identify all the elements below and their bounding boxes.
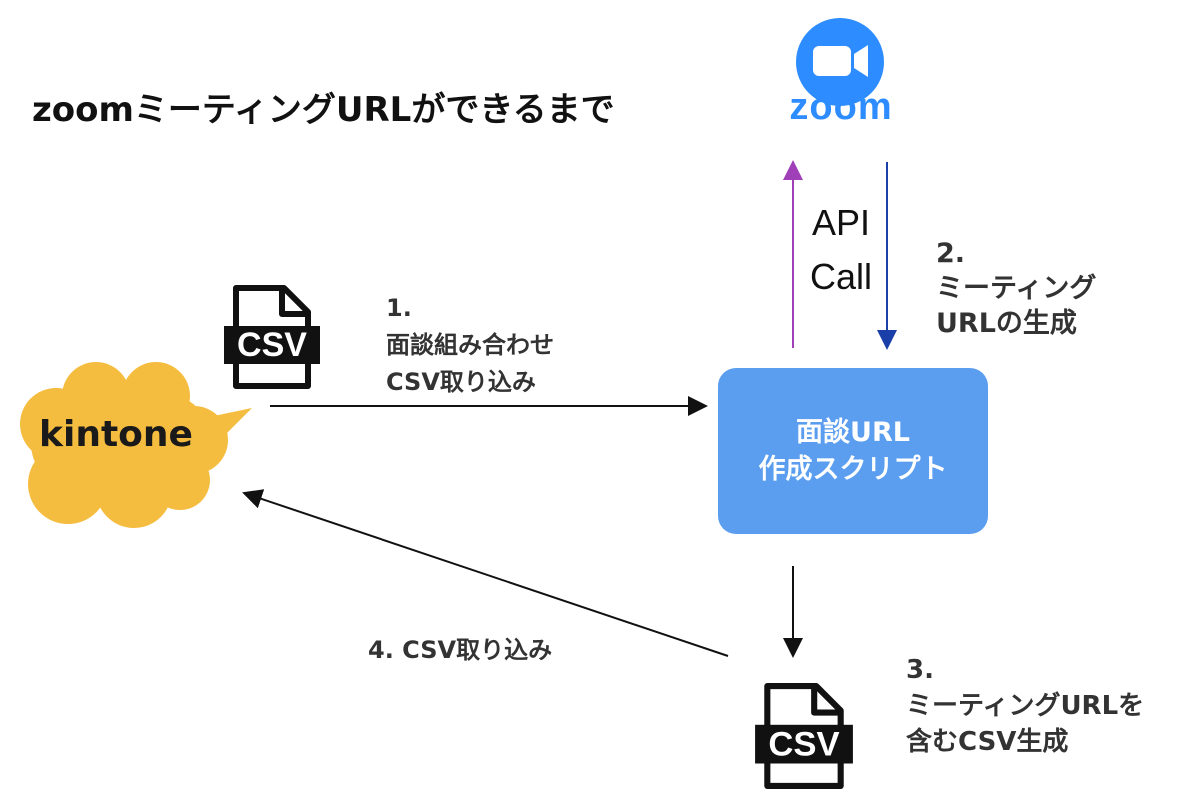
step2-line1: ミーティング <box>936 273 1097 304</box>
page-title: zoomミーティングURLができるまで <box>32 90 615 130</box>
step1-line2: CSV取り込み <box>386 368 536 396</box>
step1-number: 1. <box>386 294 412 322</box>
kintone-cloud-shape <box>20 362 252 528</box>
csv-file-icon: CSV <box>755 683 853 789</box>
step3-number: 3. <box>906 655 934 685</box>
kintone-label: kintone <box>39 414 193 455</box>
script-box-line2: 作成スクリプト <box>758 454 948 485</box>
csv-file-icon: CSV <box>224 285 320 389</box>
step3-line1: ミーティングURLを <box>906 691 1145 721</box>
kintone-logo: kintone <box>20 362 252 528</box>
step1-label: 1. 面談組み合わせ CSV取り込み <box>386 290 554 401</box>
script-box-line1: 面談URL <box>796 417 910 448</box>
step4-arrow <box>242 489 729 657</box>
api-call-line1: API <box>811 202 871 243</box>
step2-line2: URLの生成 <box>936 308 1077 339</box>
api-call-label: API Call <box>796 196 886 304</box>
step3-line2: 含むCSV生成 <box>906 727 1069 757</box>
step4-label: 4. CSV取り込み <box>368 636 553 664</box>
zoom-wordmark: zoom <box>789 86 893 128</box>
step1-line1: 面談組み合わせ <box>386 331 554 359</box>
video-camera-icon <box>813 45 868 77</box>
csv-icon-label: CSV <box>768 725 839 763</box>
api-call-line2: Call <box>809 256 872 297</box>
step2-number: 2. <box>936 238 966 269</box>
csv-icon-label: CSV <box>237 326 307 364</box>
url-script-box: 面談URL 作成スクリプト <box>718 368 988 534</box>
zoom-logo <box>796 18 884 106</box>
step3-label: 3. ミーティングURLを 含むCSV生成 <box>906 652 1144 760</box>
step2-label: 2. ミーティング URLの生成 <box>936 236 1096 341</box>
